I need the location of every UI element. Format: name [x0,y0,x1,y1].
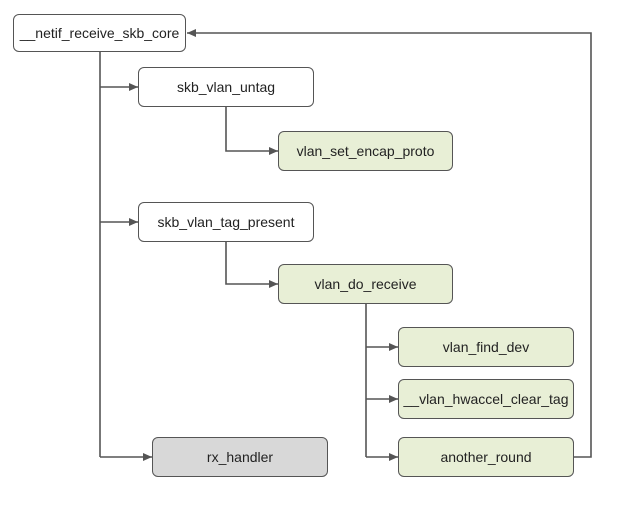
edge-untag-to-encap [225,107,278,155]
node-rx-handler: rx_handler [152,437,328,477]
edge-tag-present-to-do-receive [225,242,278,288]
node-label: vlan_do_receive [314,276,417,292]
node-label: vlan_set_encap_proto [296,143,435,159]
node-skb-vlan-tag-present: skb_vlan_tag_present [138,202,314,242]
node-vlan-set-encap-proto: vlan_set_encap_proto [278,131,453,171]
node-label: another_round [440,449,532,465]
edge-another-round-loop-back [187,29,592,458]
node-skb-vlan-untag: skb_vlan_untag [138,67,314,107]
node-label: __vlan_hwaccel_clear_tag [403,391,569,407]
node-label: __netif_receive_skb_core [19,25,180,41]
node-label: skb_vlan_untag [176,79,276,95]
node-label: rx_handler [206,449,274,465]
node-label: vlan_find_dev [442,339,530,355]
node-netif-receive-skb-core: __netif_receive_skb_core [13,14,186,52]
node-label: skb_vlan_tag_present [157,214,295,230]
node-vlan-do-receive: vlan_do_receive [278,264,453,304]
node-another-round: another_round [398,437,574,477]
node-vlan-hwaccel-clear-tag: __vlan_hwaccel_clear_tag [398,379,574,419]
node-vlan-find-dev: vlan_find_dev [398,327,574,367]
